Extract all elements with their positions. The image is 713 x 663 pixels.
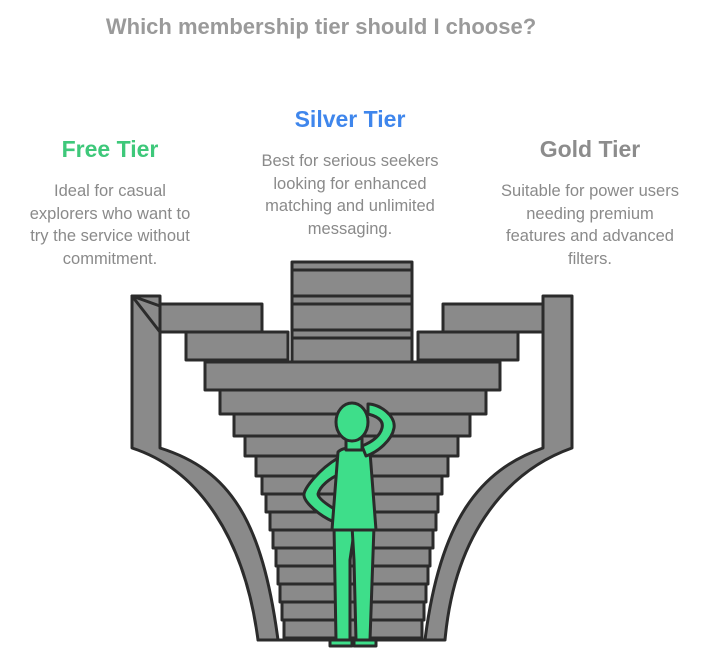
right-step xyxy=(441,302,545,334)
description-line: Best for serious seekers xyxy=(261,152,439,170)
description-line: matching and unlimited xyxy=(265,197,435,215)
right-wall xyxy=(423,294,574,642)
person-torso xyxy=(330,446,378,532)
description-line: looking for enhanced xyxy=(273,174,427,193)
description-line: filters. xyxy=(567,249,612,268)
gold-tier-title: Gold Tier xyxy=(539,136,641,162)
left-step xyxy=(184,330,290,362)
person-head xyxy=(334,401,370,443)
person-left-foot xyxy=(328,638,354,648)
gold-tier-description: Suitable for power users needing premium… xyxy=(482,180,698,270)
description-line: commitment. xyxy=(62,249,158,268)
description-line: explorers who want to xyxy=(29,204,191,223)
description-line: Suitable for power users xyxy=(501,182,679,200)
free-tier-description: Ideal for casual explorers who want to t… xyxy=(5,180,215,270)
right-step xyxy=(416,330,520,362)
funnel-step xyxy=(203,360,502,392)
description-line: Ideal for casual xyxy=(54,182,166,200)
description-line: messaging. xyxy=(307,219,393,238)
center-tower xyxy=(290,260,414,364)
funnel-step xyxy=(278,582,428,604)
description-line: try the service without xyxy=(30,227,190,245)
description-line: needing premium xyxy=(526,204,654,223)
funnel-step xyxy=(280,600,426,622)
silver-tier-title: Silver Tier xyxy=(294,106,406,132)
silver-tier-description: Best for serious seekers looking for enh… xyxy=(240,150,460,240)
person-right-leg xyxy=(350,524,376,642)
funnel-step xyxy=(282,618,424,640)
confused-person-icon xyxy=(302,401,396,648)
diagram-title: Which membership tier should I choose? xyxy=(105,14,537,39)
free-tier-title: Free Tier xyxy=(61,136,159,162)
description-line: features and advanced xyxy=(506,227,674,245)
left-step xyxy=(158,302,264,334)
person-right-foot xyxy=(352,638,378,648)
